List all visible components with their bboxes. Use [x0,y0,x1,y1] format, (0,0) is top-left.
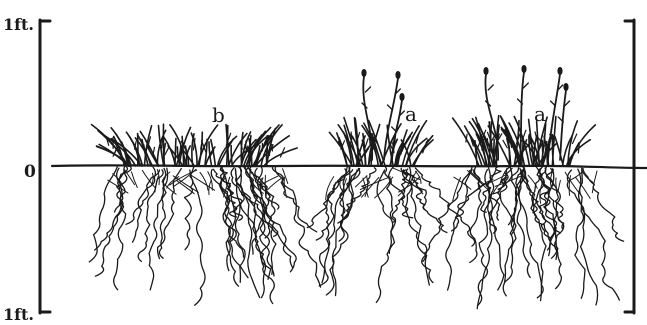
right-scale-bracket [625,20,634,313]
plant-b [89,124,320,305]
leaf-tick [503,140,507,147]
root [133,167,156,242]
root-fiber [556,178,558,191]
root-fiber [176,180,194,194]
root [89,167,117,262]
plant-a-left [307,69,475,302]
flower-stem [384,78,398,160]
seed-head [399,93,404,101]
spikelet [388,105,393,110]
scale-top-label: 1ft. [3,15,34,34]
plant-a-right [423,65,624,309]
root [158,169,182,259]
leaf-tick [477,141,481,150]
leaf-tick [416,145,417,152]
root [95,166,132,250]
root-fiber [558,180,561,192]
plant-a-right-label: a [534,102,546,126]
root [211,169,238,286]
seed-head [395,71,400,79]
root [385,167,405,222]
root-fiber [469,171,484,185]
root [149,168,166,289]
spikelet [366,87,371,92]
leaf-tick [165,147,169,155]
leaf-tick [370,139,371,146]
seed-head [361,69,366,77]
plant-a-left-label: a [405,102,417,126]
leaf-tick [250,139,251,151]
root [185,166,195,250]
left-scale-bracket [40,20,50,313]
seed-head [563,83,568,91]
root [376,170,392,303]
root-fiber [132,172,138,188]
plant-b-label: b [212,103,225,127]
root [446,170,472,290]
root-fiber [528,175,537,188]
scale-bottom-label: 1ft. [3,305,34,324]
root-fiber [283,169,288,184]
grass-blade [175,139,176,166]
seed-head [521,65,526,73]
spikelet [523,83,528,88]
flower-stem [560,90,566,160]
seed-head [483,67,488,75]
spikelet [488,85,493,90]
scale-zero-label: 0 [24,162,36,182]
seed-head [557,67,562,75]
root [415,168,474,246]
